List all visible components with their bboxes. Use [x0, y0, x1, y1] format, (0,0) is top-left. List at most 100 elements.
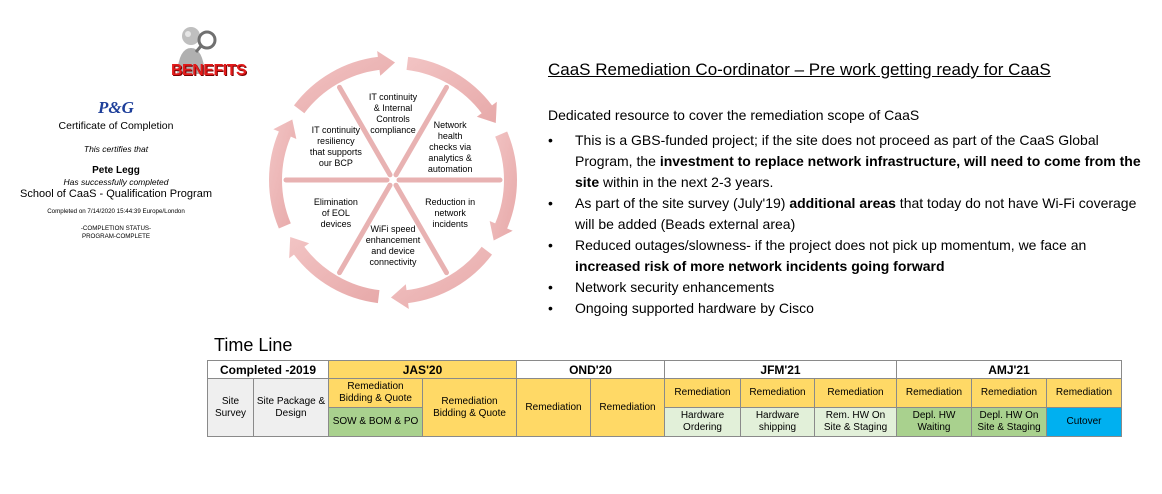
benefit-bullets: This is a GBS-funded project; if the sit… — [548, 130, 1148, 319]
cycle-segment-line: IT continuity — [368, 92, 418, 102]
timeline-row: Site Survey Site Package & Design Remedi… — [207, 378, 1122, 437]
cycle-segment-line: automation — [427, 163, 473, 174]
cycle-segment-line: Elimination — [313, 196, 358, 207]
certificate-name: Pete Legg — [92, 165, 140, 176]
header-completed-2019: Completed -2019 — [207, 360, 329, 379]
bullet-text: As part of the site survey (July'19) — [575, 195, 790, 211]
cycle-segment-line: health — [437, 130, 463, 141]
timeline-table: Completed -2019 JAS'20 OND'20 JFM'21 AMJ… — [207, 360, 1122, 437]
cell-sow-bom-po: SOW & BOM & PO — [328, 407, 423, 437]
cell-site-package: Site Package & Design — [253, 378, 329, 437]
cell-depl-hw-waiting: Depl. HW Waiting — [896, 407, 972, 437]
header-amj21: AMJ'21 — [896, 360, 1122, 379]
cycle-segment-line: Controls — [376, 114, 410, 124]
cell-amj-remediation-a: Remediation — [896, 378, 972, 408]
cycle-segment-line: analytics & — [428, 152, 472, 163]
bullet-item: This is a GBS-funded project; if the sit… — [548, 130, 1148, 193]
certificate-status: -COMPLETION STATUS- PROGRAM-COMPLETE — [0, 225, 232, 241]
cell-jfm-remediation-b: Remediation — [740, 378, 815, 408]
bullet-text: This is a GBS-funded project; if the sit… — [575, 132, 1099, 169]
bullet-bold: increased risk of more network incidents… — [575, 258, 945, 274]
header-jfm21: JFM'21 — [664, 360, 897, 379]
certificate-date: Completed on 7/14/2020 15:44:39 Europe/L… — [47, 208, 185, 215]
cell-jas-remediation-a: Remediation Bidding & Quote — [328, 378, 423, 408]
cell-cutover: Cutover — [1046, 407, 1122, 437]
cycle-spoke — [393, 84, 449, 178]
cycle-ring-icon — [269, 50, 517, 310]
bullet-item: Ongoing supported hardware by Cisco — [548, 298, 1148, 319]
cell-hardware-ordering: Hardware Ordering — [664, 407, 741, 437]
certificate-heading: Certificate of Completion — [58, 120, 174, 132]
cycle-segment-line: enhancement — [365, 235, 421, 245]
cycle-segment-line: Network — [433, 119, 467, 130]
cycle-spoke — [337, 84, 393, 178]
cycle-arrow-arc — [293, 50, 396, 114]
bullet-text: Network security enhancements — [575, 279, 775, 295]
cycle-segment-line: and device — [371, 246, 415, 256]
cycle-arrow-arc — [269, 119, 297, 229]
bullet-bold: investment to replace network infrastruc… — [575, 153, 1141, 190]
cycle-arrow-arc — [406, 56, 497, 124]
bullet-text: within in the next 2-3 years. — [599, 174, 774, 190]
cycle-segment-line: IT continuity — [311, 125, 360, 135]
cycle-spoke — [393, 182, 449, 276]
cell-hardware-shipping: Hardware shipping — [740, 407, 815, 437]
certificate-status-line2: PROGRAM-COMPLETE — [81, 233, 151, 240]
cycle-spoke — [337, 182, 393, 276]
cell-amj-remediation-b: Remediation — [971, 378, 1047, 408]
bullet-item: Network security enhancements — [548, 277, 1148, 298]
bullet-text: Reduced outages/slowness- if the project… — [575, 237, 1087, 253]
certificate-status-line1: -COMPLETION STATUS- — [80, 225, 152, 232]
certificate-completed: Has successfully completed — [63, 177, 169, 187]
cell-jfm-remediation-c: Remediation — [814, 378, 897, 408]
certificate-program: School of CaaS - Qualification Program — [20, 188, 212, 200]
cell-ond-remediation-a: Remediation — [516, 378, 591, 437]
cell-ond-remediation-b: Remediation — [590, 378, 665, 437]
cycle-segment-line: resiliency — [317, 136, 355, 146]
header-ond20: OND'20 — [516, 360, 665, 379]
certificate: P&G Certificate of Completion This certi… — [0, 98, 232, 241]
cycle-segment-line: our BCP — [318, 158, 353, 168]
bullet-item: Reduced outages/slowness- if the project… — [548, 235, 1148, 277]
bullet-text: Ongoing supported hardware by Cisco — [575, 300, 814, 316]
benefits-logo-text: BENEFITS — [171, 62, 247, 79]
cycle-segment-line: compliance — [370, 125, 416, 135]
cycle-segment-line: that supports — [309, 147, 362, 157]
cycle-segment-line: devices — [320, 218, 352, 229]
timeline-row: SOW & BOM & PO Hardware Ordering Hardwar… — [208, 407, 1122, 437]
cycle-segment-line: Reduction in — [425, 196, 476, 207]
cycle-segment-line: connectivity — [369, 257, 417, 267]
cell-jas-remediation-b: Remediation Bidding & Quote — [422, 378, 517, 437]
cycle-segment-line: network — [434, 207, 466, 218]
header-jas20: JAS'20 — [328, 360, 517, 379]
cycle-arrow-arc — [390, 246, 493, 310]
pg-logo: P&G — [98, 98, 134, 117]
intro-text: Dedicated resource to cover the remediat… — [548, 107, 920, 123]
benefits-figure-icon — [177, 27, 217, 74]
page-title: CaaS Remediation Co-ordinator – Pre work… — [548, 60, 1051, 79]
cell-site-survey: Site Survey — [207, 378, 254, 437]
timeline-title: Time Line — [214, 335, 293, 355]
cell-rem-hw-onsite: Rem. HW On Site & Staging — [814, 407, 897, 437]
cell-depl-hw-onsite: Depl. HW On Site & Staging — [971, 407, 1047, 437]
cycle-arrow-arc — [289, 236, 380, 304]
cycle-segment-line: incidents — [432, 218, 468, 229]
cycle-segment-line: of EOL — [321, 207, 350, 218]
bullet-item: As part of the site survey (July'19) add… — [548, 193, 1148, 235]
cycle-arrow-arc — [489, 131, 517, 241]
cycle-segment-line: WiFi speed — [370, 224, 416, 234]
bullet-bold: additional areas — [789, 195, 896, 211]
bullet-text: that today do not have Wi-Fi coverage wi… — [575, 195, 1137, 232]
certificate-certifies: This certifies that — [83, 144, 149, 154]
cell-jfm-remediation-a: Remediation — [664, 378, 741, 408]
timeline-header-row: Completed -2019 JAS'20 OND'20 JFM'21 AMJ… — [207, 360, 1122, 379]
cycle-segment-line: checks via — [429, 141, 472, 152]
cell-amj-remediation-c: Remediation — [1046, 378, 1122, 408]
